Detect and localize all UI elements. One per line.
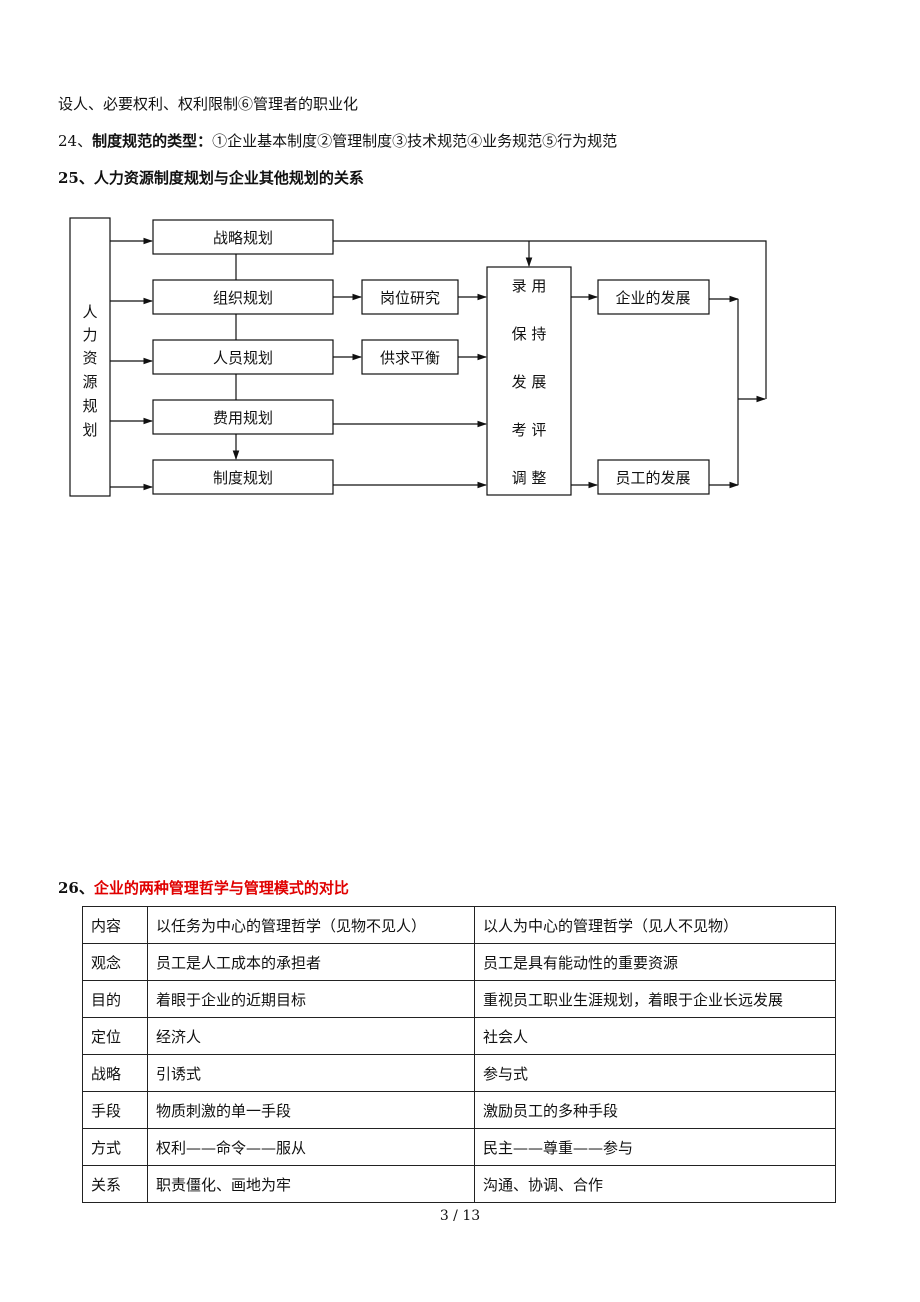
label-job-research: 岗位研究 [380, 289, 440, 307]
plan-box-strategy [152, 219, 334, 255]
function-label-adjust: 调 整 [512, 469, 547, 487]
table-cell: 战略 [82, 1054, 148, 1092]
table-cell: 目的 [82, 980, 148, 1018]
label-enterprise-development: 企业的发展 [615, 289, 690, 307]
plan-label-personnel: 人员规划 [213, 349, 273, 367]
table-cell: 经济人 [147, 1017, 475, 1055]
plan-box-cost [152, 399, 334, 435]
hr-label-char-5: 规 [82, 397, 97, 415]
table-cell: 方式 [82, 1128, 148, 1166]
label-supply-demand: 供求平衡 [380, 349, 440, 367]
table-row: 方式 权利——命令——服从 民主——尊重——参与 [82, 1128, 836, 1166]
table-cell: 以人为中心的管理哲学（见人不见物） [474, 906, 836, 944]
item-24-number: 24、 [58, 132, 93, 150]
item-24-heading: 制度规范的类型： [92, 132, 213, 150]
table-row: 手段 物质刺激的单一手段 激励员工的多种手段 [82, 1091, 836, 1129]
hr-label-char-2: 力 [82, 326, 97, 344]
table-cell: 参与式 [474, 1054, 836, 1092]
plan-label-organization: 组织规划 [213, 289, 273, 307]
item-26-title: 企业的两种管理哲学与管理模式的对比 [93, 879, 349, 897]
item-26-number: 26、 [58, 879, 94, 897]
table-cell: 物质刺激的单一手段 [147, 1091, 475, 1129]
table-row: 观念 员工是人工成本的承担者 员工是具有能动性的重要资源 [82, 943, 836, 981]
function-label-retain: 保 持 [512, 325, 547, 343]
item-24-content: ①企业基本制度②管理制度③技术规范④业务规范⑤行为规范 [212, 132, 618, 150]
table-cell: 社会人 [474, 1017, 836, 1055]
function-label-evaluate: 考 评 [512, 421, 547, 439]
hr-label-char-6: 划 [82, 421, 97, 439]
table-row: 关系 职责僵化、画地为牢 沟通、协调、合作 [82, 1165, 836, 1203]
box-enterprise-development [597, 279, 710, 315]
box-employee-development [597, 459, 710, 495]
hr-planning-box [69, 217, 111, 497]
table-cell: 定位 [82, 1017, 148, 1055]
table-cell: 职责僵化、画地为牢 [147, 1165, 475, 1203]
table-cell: 内容 [82, 906, 148, 944]
table-cell: 观念 [82, 943, 148, 981]
table-cell: 权利——命令——服从 [147, 1128, 475, 1166]
table-cell: 着眼于企业的近期目标 [147, 980, 475, 1018]
plan-label-cost: 费用规划 [213, 409, 273, 427]
hr-planning-diagram: 人 力 资 源 规 划 战略规划 组织规划 人员规划 费用规划 制度规划 岗位研… [69, 217, 767, 497]
hr-label-char-4: 源 [82, 373, 97, 391]
item-24: 24、制度规范的类型：①企业基本制度②管理制度③技术规范④业务规范⑤行为规范 [58, 131, 617, 151]
hr-label-char-1: 人 [82, 303, 97, 321]
item-25-heading: 25、人力资源制度规划与企业其他规划的关系 [58, 169, 364, 187]
table-cell: 以任务为中心的管理哲学（见物不见人） [147, 906, 475, 944]
label-employee-development: 员工的发展 [615, 469, 690, 487]
table-row: 战略 引诱式 参与式 [82, 1054, 836, 1092]
table-row: 内容 以任务为中心的管理哲学（见物不见人） 以人为中心的管理哲学（见人不见物） [82, 906, 836, 944]
table-row: 目的 着眼于企业的近期目标 重视员工职业生涯规划，着眼于企业长远发展 [82, 980, 836, 1018]
table-cell: 员工是人工成本的承担者 [147, 943, 475, 981]
text-line-1: 设人、必要权利、权利限制⑥管理者的职业化 [58, 95, 359, 113]
function-label-hire: 录 用 [512, 277, 547, 295]
plan-box-system [152, 459, 334, 495]
function-label-develop: 发 展 [512, 373, 547, 391]
table-cell: 激励员工的多种手段 [474, 1091, 836, 1129]
table-cell: 手段 [82, 1091, 148, 1129]
plan-label-strategy: 战略规划 [213, 229, 273, 247]
table-cell: 关系 [82, 1165, 148, 1203]
page-number: 3 / 13 [439, 1208, 481, 1224]
table-cell: 重视员工职业生涯规划，着眼于企业长远发展 [474, 980, 836, 1018]
box-hr-functions [486, 266, 572, 496]
item-26-heading: 26、企业的两种管理哲学与管理模式的对比 [58, 878, 349, 898]
table-row: 定位 经济人 社会人 [82, 1017, 836, 1055]
table-cell: 民主——尊重——参与 [474, 1128, 836, 1166]
plan-label-system: 制度规划 [213, 469, 273, 487]
table-cell: 引诱式 [147, 1054, 475, 1092]
table-cell: 沟通、协调、合作 [474, 1165, 836, 1203]
table-cell: 员工是具有能动性的重要资源 [474, 943, 836, 981]
hr-label-char-3: 资 [82, 349, 97, 367]
comparison-table: 内容 以任务为中心的管理哲学（见物不见人） 以人为中心的管理哲学（见人不见物） … [82, 906, 836, 1203]
